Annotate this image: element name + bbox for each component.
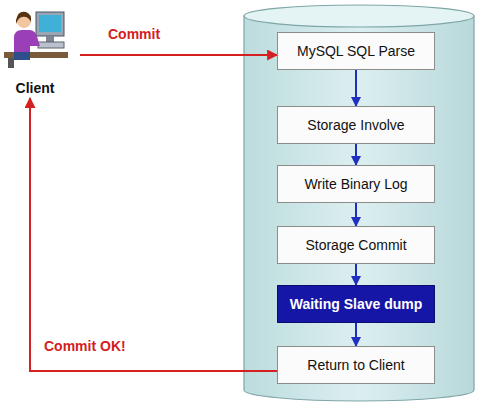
database-cylinder (244, 5, 474, 401)
node-text: MySQL SQL Parse (297, 43, 415, 59)
flow-arrow (355, 203, 357, 226)
flow-arrow (355, 264, 357, 285)
node-text: Client (16, 80, 55, 96)
node-text: Write Binary Log (304, 176, 407, 192)
process-box: Write Binary Log (277, 165, 435, 203)
highlight-box: Waiting Slave dump (277, 285, 435, 323)
process-box: Storage Involve (277, 106, 435, 144)
process-box: Storage Commit (277, 226, 435, 264)
edge-label: Commit (108, 26, 160, 42)
flow-arrow (355, 323, 357, 346)
request-arrow (30, 98, 277, 371)
client-label: Client (2, 4, 68, 96)
node-text: Waiting Slave dump (290, 296, 423, 312)
node-text: Storage Involve (307, 117, 404, 133)
process-box: Return to Client (277, 346, 435, 384)
flow-arrow (355, 144, 357, 165)
node-text: Storage Commit (305, 237, 406, 253)
request-arrow (80, 54, 277, 56)
flow-arrow (355, 70, 357, 106)
node-text: Return to Client (307, 357, 404, 373)
edge-label: Commit OK! (44, 338, 126, 354)
process-box: MySQL SQL Parse (277, 32, 435, 70)
client-icon (4, 12, 68, 68)
